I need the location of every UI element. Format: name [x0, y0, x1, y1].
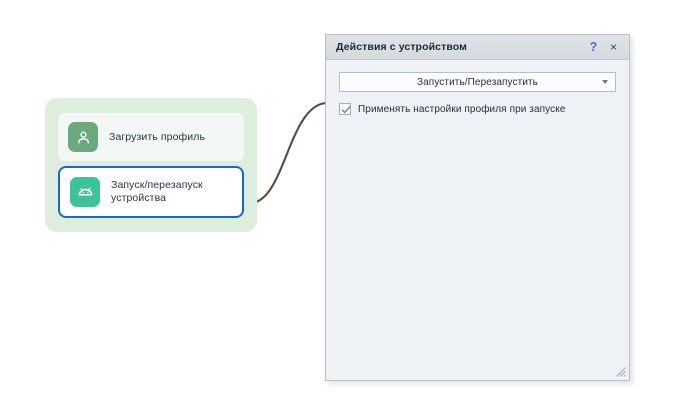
dialog-titlebar[interactable]: Действия с устройством ? × — [326, 35, 629, 60]
resize-grip-icon[interactable] — [613, 364, 626, 377]
node-label-load-profile: Загрузить профиль — [109, 130, 206, 143]
node-card-load-profile[interactable]: Загрузить профиль — [58, 113, 244, 161]
node-label-line1: Запуск/перезапуск — [111, 179, 203, 191]
close-icon[interactable]: × — [609, 40, 617, 54]
apply-profile-settings-checkbox[interactable] — [339, 103, 351, 115]
dialog-body: Запустить/Перезапустить Применять настро… — [326, 60, 629, 380]
action-select[interactable]: Запустить/Перезапустить — [339, 72, 616, 92]
node-label-line2: устройства — [111, 192, 167, 204]
android-robot-icon — [70, 177, 100, 207]
dialog-title: Действия с устройством — [336, 41, 467, 53]
help-icon[interactable]: ? — [589, 39, 598, 54]
chevron-down-icon — [602, 80, 608, 84]
device-actions-dialog: Действия с устройством ? × Запустить/Пер… — [325, 34, 630, 381]
apply-profile-settings-label: Применять настройки профиля при запуске — [358, 103, 566, 115]
profile-person-icon — [68, 122, 98, 152]
apply-profile-settings-row[interactable]: Применять настройки профиля при запуске — [339, 103, 616, 115]
action-select-value: Запустить/Перезапустить — [417, 76, 538, 88]
